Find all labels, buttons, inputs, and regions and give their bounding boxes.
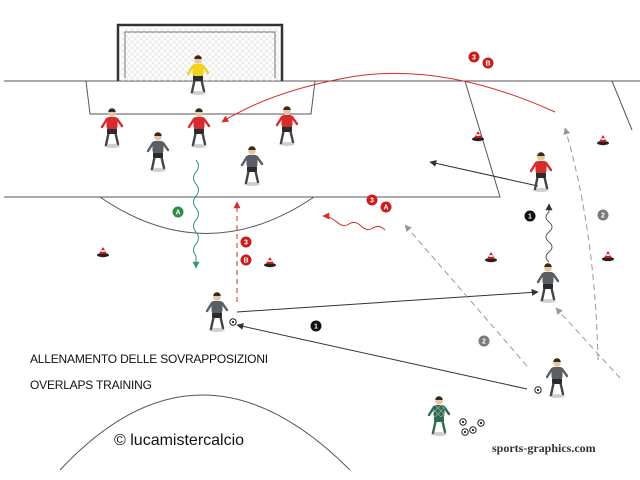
badge-label: 2 xyxy=(601,213,605,220)
pass-lines xyxy=(192,72,621,390)
attacker-player xyxy=(240,146,264,186)
cone xyxy=(472,131,484,142)
ball xyxy=(459,418,467,426)
cone xyxy=(264,257,276,268)
players xyxy=(100,55,569,436)
dribble-black xyxy=(545,203,553,263)
defender-player xyxy=(187,108,211,148)
cone xyxy=(602,251,614,262)
penalty-area-right xyxy=(611,80,633,131)
brand-text: sports-graphics.com xyxy=(492,441,596,455)
step-badge: 1 xyxy=(310,320,322,332)
run-grey-1 xyxy=(404,224,528,367)
attacker-player xyxy=(205,292,229,332)
cone xyxy=(597,135,609,146)
ball xyxy=(461,428,469,436)
step-badge: B xyxy=(240,254,252,266)
defender-player xyxy=(100,108,124,148)
run-red-curve xyxy=(221,72,556,123)
step-badge: B xyxy=(482,57,494,69)
penalty-arc xyxy=(99,196,315,234)
step-badge: 3 xyxy=(240,236,252,248)
goalkeeper-player xyxy=(186,55,210,95)
cone xyxy=(97,247,109,258)
goal-frame xyxy=(116,23,284,81)
cones xyxy=(97,131,614,268)
step-badge: 3 xyxy=(468,51,480,63)
run-grey-curve xyxy=(563,127,599,361)
badge-label: 2 xyxy=(482,339,486,346)
step-badge: A xyxy=(172,206,184,218)
run-grey-2 xyxy=(555,307,621,379)
pitch-lines xyxy=(4,80,640,471)
balls xyxy=(229,318,542,436)
attacker-player xyxy=(545,358,569,398)
badge-label: B xyxy=(485,61,490,68)
attacker-player xyxy=(536,263,560,303)
step-badge: 3 xyxy=(366,194,378,206)
penalty-area xyxy=(4,80,501,198)
defender-player xyxy=(529,152,553,192)
coach-player xyxy=(427,396,451,436)
title-italian: ALLENAMENTO DELLE SOVRAPPOSIZIONI xyxy=(30,352,268,366)
dribble-red xyxy=(322,212,386,231)
badge-label: 1 xyxy=(314,324,318,331)
badge-label: A xyxy=(175,210,180,217)
pass-1-right xyxy=(236,288,539,313)
defender-player xyxy=(275,106,299,146)
ball xyxy=(534,386,542,394)
ball xyxy=(229,318,237,326)
badge-label: 3 xyxy=(244,240,248,247)
step-badge: 2 xyxy=(478,335,490,347)
badge-label: 3 xyxy=(370,198,374,205)
title-english: OVERLAPS TRAINING xyxy=(30,378,152,392)
pass-to-box xyxy=(429,159,539,187)
step-badge: 2 xyxy=(597,209,609,221)
center-circle xyxy=(59,394,351,471)
ball xyxy=(469,426,477,434)
badge-label: B xyxy=(243,258,248,265)
badge-label: 3 xyxy=(472,55,476,62)
ball xyxy=(477,419,485,427)
dribble-green xyxy=(192,159,200,269)
goal-inner-frame xyxy=(124,31,276,78)
cone xyxy=(485,252,497,263)
copyright-text: © lucamistercalcio xyxy=(114,432,245,449)
pass-1-left xyxy=(236,322,528,390)
step-badge: 1 xyxy=(524,210,536,222)
badge-label: 1 xyxy=(528,214,532,221)
badge-label: A xyxy=(383,205,388,212)
step-badge: A xyxy=(380,201,392,213)
attacker-player xyxy=(146,132,170,172)
